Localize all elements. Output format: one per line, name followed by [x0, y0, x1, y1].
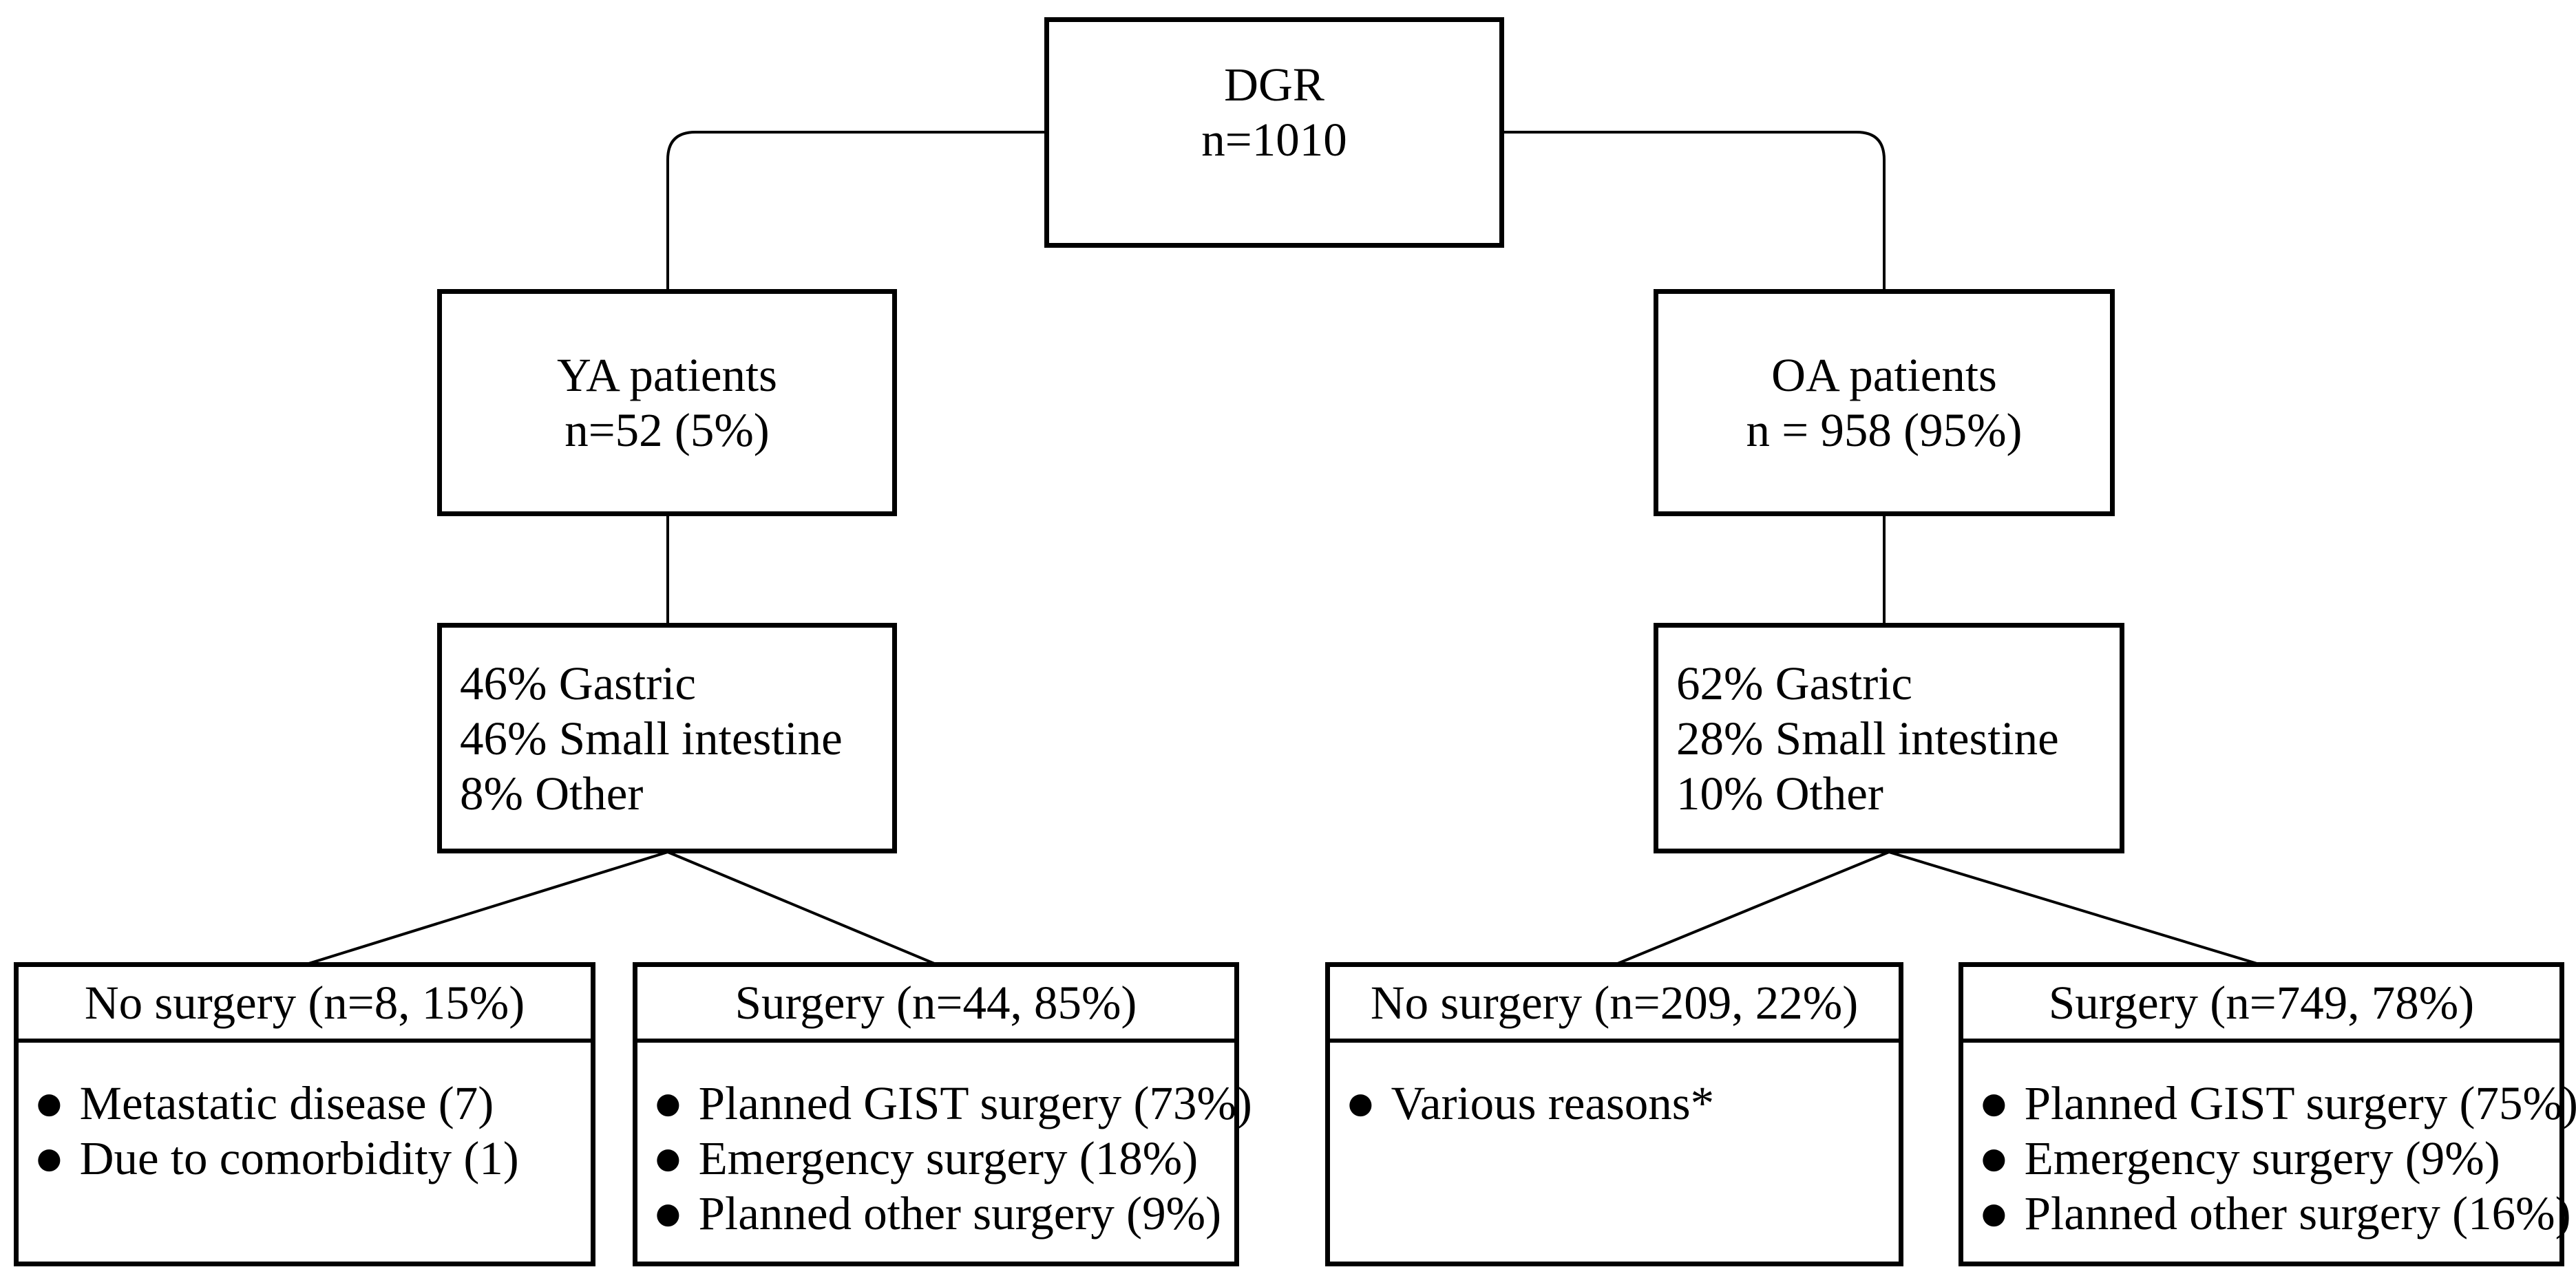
oa-sites-line: 10% Other — [1676, 767, 1883, 820]
bullet-icon: ● — [655, 1196, 681, 1230]
connector-oa-sites-to-surgery — [1888, 851, 2262, 966]
list-item-label: Due to comorbidity (1) — [79, 1132, 519, 1184]
list-item: ● Metastatic disease (7) — [36, 1076, 587, 1131]
ya-no-surgery-body: ● Metastatic disease (7) ● Due to comorb… — [19, 1043, 591, 1262]
node-dgr: DGR n=1010 — [1044, 17, 1504, 248]
list-item-label: Emergency surgery (18%) — [698, 1132, 1199, 1184]
ya-surgery-body: ● Planned GIST surgery (73%) ● Emergency… — [637, 1043, 1252, 1262]
bullet-icon: ● — [36, 1086, 62, 1120]
bullet-icon: ● — [1981, 1141, 2007, 1175]
list-item-label: Planned GIST surgery (73%) — [698, 1077, 1252, 1129]
node-dgr-count: n=1010 — [1201, 113, 1347, 166]
node-ya-tumour-sites: 46% Gastric 46% Small intestine 8% Other — [437, 623, 897, 853]
node-oa-patients: OA patients n = 958 (95%) — [1654, 289, 2115, 516]
ya-no-surgery-header: No surgery (n=8, 15%) — [19, 967, 591, 1043]
oa-surgery-body: ● Planned GIST surgery (75%) ● Emergency… — [1963, 1043, 2576, 1262]
list-item: ● Emergency surgery (18%) — [655, 1131, 1230, 1186]
oa-sites-line: 62% Gastric — [1676, 657, 1912, 710]
connector-ya-sites-to-no-surgery — [304, 851, 668, 966]
oa-sites-line: 28% Small intestine — [1676, 712, 2059, 765]
oa-no-surgery-header: No surgery (n=209, 22%) — [1330, 967, 1899, 1043]
list-item-label: Planned other surgery (9%) — [698, 1187, 1222, 1240]
oa-surgery-header: Surgery (n=749, 78%) — [1963, 967, 2559, 1043]
list-item: ● Various reasons* — [1348, 1076, 1894, 1131]
list-item: ● Planned GIST surgery (75%) — [1981, 1076, 2576, 1131]
bullet-icon: ● — [655, 1086, 681, 1120]
ya-sites-line: 46% Small intestine — [460, 712, 843, 765]
list-item-label: Various reasons* — [1391, 1077, 1715, 1129]
ya-surgery-header: Surgery (n=44, 85%) — [637, 967, 1234, 1043]
node-ya-count: n=52 (5%) — [564, 404, 770, 456]
bullet-icon: ● — [1348, 1086, 1373, 1120]
node-oa-title: OA patients — [1771, 349, 1997, 401]
list-item: ● Emergency surgery (9%) — [1981, 1131, 2555, 1186]
bullet-icon: ● — [1981, 1086, 2007, 1120]
list-item-label: Planned GIST surgery (75%) — [2024, 1077, 2576, 1129]
node-oa-count: n = 958 (95%) — [1746, 404, 2023, 456]
node-dgr-title: DGR — [1224, 58, 1324, 111]
list-item: ● Planned other surgery (16%) — [1981, 1186, 2571, 1241]
connector-dgr-to-ya — [666, 131, 1044, 289]
node-oa-surgery: Surgery (n=749, 78%) ● Planned GIST surg… — [1959, 962, 2576, 1266]
oa-no-surgery-body: ● Various reasons* — [1330, 1043, 1899, 1262]
bullet-icon: ● — [655, 1141, 681, 1175]
list-item: ● Due to comorbidity (1) — [36, 1131, 587, 1186]
list-item-label: Emergency surgery (9%) — [2024, 1132, 2500, 1184]
connector-dgr-to-oa — [1504, 131, 1886, 289]
list-item: ● Planned other surgery (9%) — [655, 1186, 1230, 1241]
ya-sites-line: 8% Other — [460, 767, 644, 820]
node-ya-patients: YA patients n=52 (5%) — [437, 289, 897, 516]
list-item-label: Metastatic disease (7) — [79, 1077, 494, 1129]
node-oa-no-surgery: No surgery (n=209, 22%) ● Various reason… — [1325, 962, 1903, 1266]
connector-oa-sites-to-no-surgery — [1614, 851, 1890, 966]
ya-sites-line: 46% Gastric — [460, 657, 696, 710]
node-ya-no-surgery: No surgery (n=8, 15%) ● Metastatic disea… — [14, 962, 595, 1266]
node-ya-title: YA patients — [556, 349, 778, 401]
node-ya-surgery: Surgery (n=44, 85%) ● Planned GIST surge… — [633, 962, 1252, 1266]
connector-ya-sites-to-surgery — [667, 851, 938, 966]
bullet-icon: ● — [1981, 1196, 2007, 1230]
list-item-label: Planned other surgery (16%) — [2024, 1187, 2571, 1240]
node-oa-tumour-sites: 62% Gastric 28% Small intestine 10% Othe… — [1654, 623, 2124, 853]
list-item: ● Planned GIST surgery (73%) — [655, 1076, 1252, 1131]
bullet-icon: ● — [36, 1141, 62, 1175]
